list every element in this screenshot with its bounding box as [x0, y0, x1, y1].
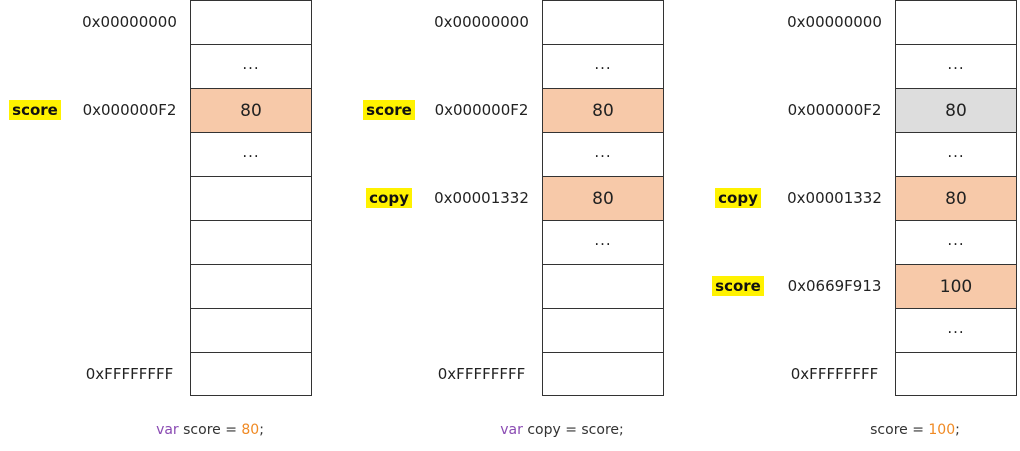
code-caption: var score = 80;	[90, 422, 330, 438]
memory-cell	[191, 309, 311, 353]
variable-label: copy	[709, 176, 767, 220]
code-caption: score = 100;	[795, 422, 1020, 438]
code-text: score =	[178, 422, 242, 438]
variable-name: score	[712, 276, 764, 296]
memory-cell: ...	[543, 133, 663, 177]
memory-cell: ...	[543, 45, 663, 89]
code-keyword: var	[500, 422, 523, 438]
memory-cell	[191, 221, 311, 265]
memory-cell: ...	[896, 45, 1016, 89]
code-end: ;	[955, 422, 960, 438]
variable-label: score	[6, 88, 64, 132]
memory-address: 0xFFFFFFFF	[85, 365, 174, 383]
memory-cell: 100	[896, 265, 1016, 309]
memory-cell	[896, 353, 1016, 397]
variable-label: score	[360, 88, 418, 132]
memory-cell: ...	[896, 309, 1016, 353]
memory-cell: 80	[543, 177, 663, 221]
memory-cell: 80	[896, 177, 1016, 221]
variable-name: copy	[366, 188, 412, 208]
variable-label: copy	[360, 176, 418, 220]
memory-cell	[543, 309, 663, 353]
memory-cell: ...	[896, 133, 1016, 177]
variable-name: copy	[715, 188, 761, 208]
memory-address: 0x000000F2	[434, 101, 529, 119]
variable-label: score	[709, 264, 767, 308]
memory-cell	[191, 177, 311, 221]
memory-cell	[543, 1, 663, 45]
memory-cell	[543, 353, 663, 397]
memory-address: 0x000000F2	[82, 101, 177, 119]
code-keyword: var	[156, 422, 179, 438]
code-end: ;	[259, 422, 264, 438]
memory-address: 0x00000000	[82, 13, 177, 31]
memory-block: ...80...80...100...	[895, 0, 1017, 396]
memory-address: 0x000000F2	[787, 101, 882, 119]
memory-address: 0xFFFFFFFF	[437, 365, 526, 383]
memory-cell	[191, 353, 311, 397]
code-text: score =	[870, 422, 929, 438]
memory-block: ...80...80...	[542, 0, 664, 396]
memory-address: 0x00001332	[787, 189, 882, 207]
memory-cell: ...	[896, 221, 1016, 265]
memory-address: 0xFFFFFFFF	[790, 365, 879, 383]
memory-cell: 80	[191, 89, 311, 133]
code-number: 80	[241, 422, 260, 438]
memory-cell	[191, 265, 311, 309]
memory-panel-2: 0x00000000 0x000000F2 0x00001332 0xFFFFFFFF…	[352, 0, 692, 451]
memory-block: ...80...	[190, 0, 312, 396]
code-number: 100	[928, 422, 956, 438]
memory-address: 0x00000000	[434, 13, 529, 31]
memory-cell	[543, 265, 663, 309]
variable-name: score	[363, 100, 415, 120]
variable-name: score	[9, 100, 61, 120]
memory-cell: ...	[543, 221, 663, 265]
memory-cell: ...	[191, 45, 311, 89]
memory-address: 0x0669F913	[787, 277, 882, 295]
code-caption: var copy = score;	[442, 422, 682, 438]
code-text: copy = score;	[522, 422, 624, 438]
memory-cell: 80	[896, 89, 1016, 133]
memory-address: 0x00001332	[434, 189, 529, 207]
memory-panel-3: 0x00000000 0x000000F2 0x00001332 0x0669F913…	[705, 0, 1020, 451]
memory-cell: ...	[191, 133, 311, 177]
memory-cell	[191, 1, 311, 45]
memory-cell	[896, 1, 1016, 45]
memory-cell: 80	[543, 89, 663, 133]
memory-address: 0x00000000	[787, 13, 882, 31]
